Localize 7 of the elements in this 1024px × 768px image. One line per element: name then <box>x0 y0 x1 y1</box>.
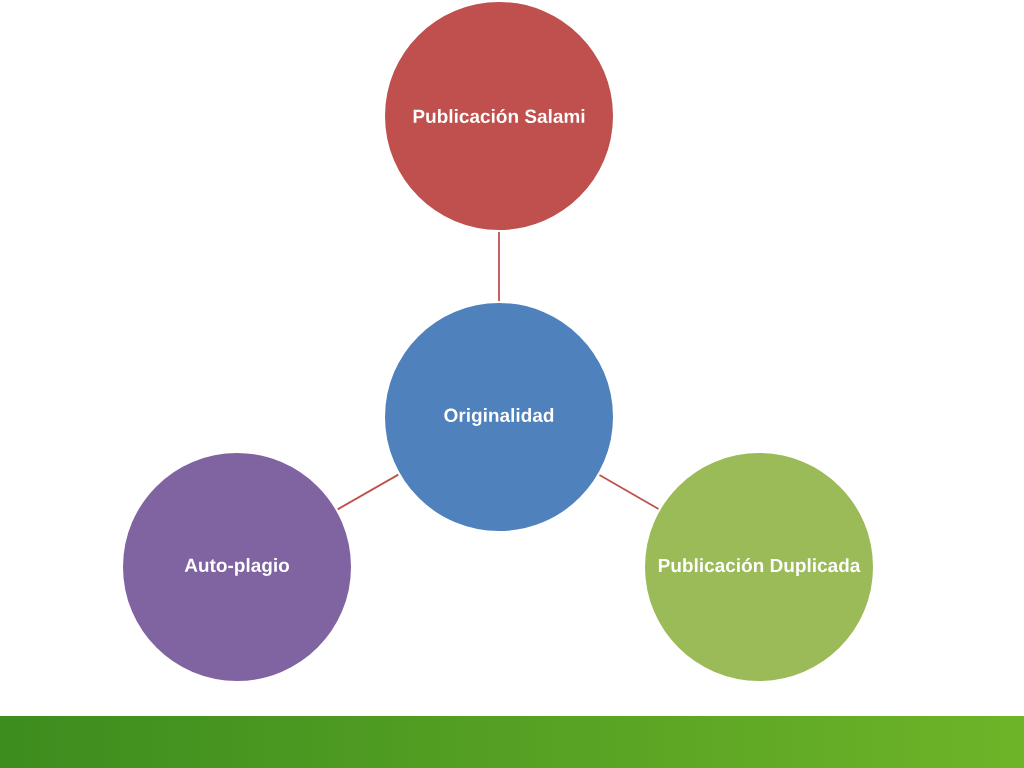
circle-node: Originalidad <box>383 301 615 533</box>
circle-node: Auto-plagio <box>121 451 353 683</box>
circle-node: Publicación Duplicada <box>643 451 875 683</box>
connector-line <box>598 474 660 510</box>
connector-line <box>498 231 500 302</box>
connector-line <box>336 473 400 511</box>
circle-node: Publicación Salami <box>383 0 615 232</box>
